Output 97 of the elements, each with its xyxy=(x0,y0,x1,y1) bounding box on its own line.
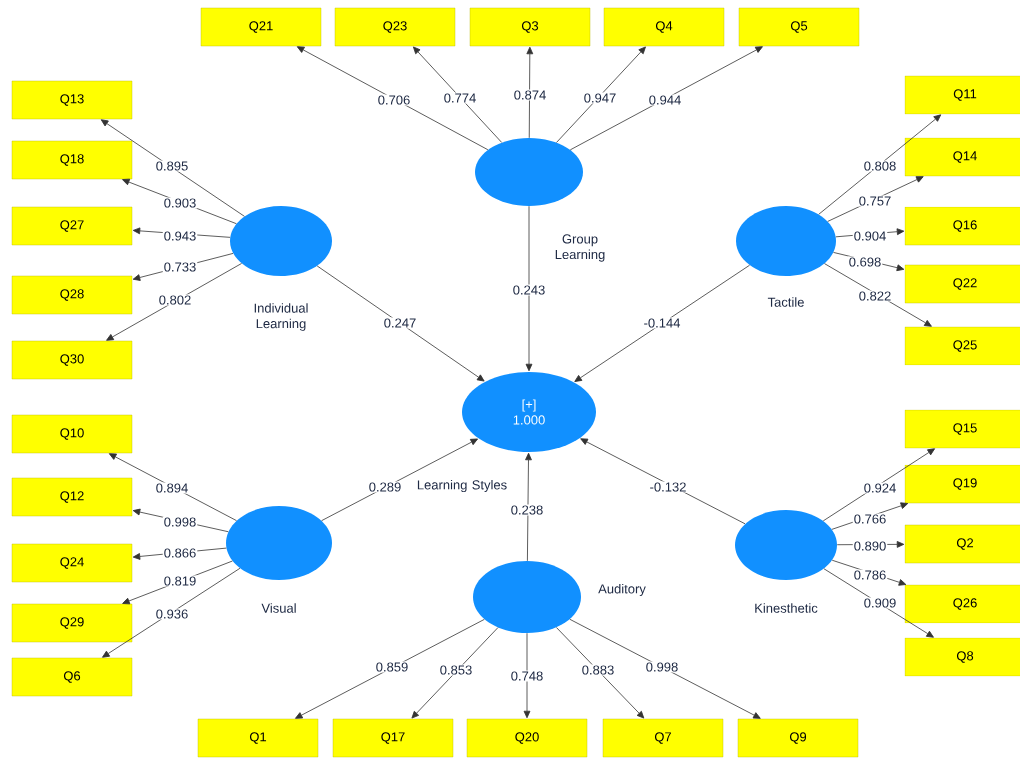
arrow xyxy=(316,265,485,382)
indicator-box: Q30 xyxy=(11,340,133,380)
edge-label: 0.786 xyxy=(852,569,888,581)
indicator-box: Q22 xyxy=(904,264,1020,304)
edge-label: 0.890 xyxy=(852,540,888,552)
node-caption: Learning Styles xyxy=(417,479,507,493)
arrow xyxy=(525,452,532,562)
indicator-box: Q29 xyxy=(11,603,133,643)
indicator-box: Q12 xyxy=(11,477,133,517)
edge-label: 0.883 xyxy=(580,664,616,676)
indicator-box: Q27 xyxy=(11,206,133,246)
arrow xyxy=(295,618,485,719)
indicator-box: Q6 xyxy=(11,657,133,697)
node-caption: Group Learning xyxy=(555,234,605,262)
edge-label: 0.859 xyxy=(374,661,410,673)
edge-label: 0.757 xyxy=(857,195,893,207)
arrow xyxy=(411,627,499,719)
indicator-box: Q3 xyxy=(469,7,591,47)
edge-label: 0.894 xyxy=(154,482,190,494)
arrow xyxy=(525,205,533,372)
indicator-box: Q4 xyxy=(603,7,725,47)
indicator-box: Q24 xyxy=(11,543,133,583)
arrow xyxy=(413,46,503,143)
edge-label: 0.903 xyxy=(162,197,198,209)
indicator-box: Q16 xyxy=(904,206,1020,246)
edge-label: 0.766 xyxy=(852,513,888,525)
edge-label: 0.998 xyxy=(644,661,680,673)
arrow xyxy=(523,632,531,719)
arrow xyxy=(574,264,750,382)
indicator-box: Q14 xyxy=(904,137,1020,177)
edge-label: 0.904 xyxy=(852,230,888,242)
arrow xyxy=(296,46,489,151)
arrow xyxy=(569,46,763,151)
arrow xyxy=(108,453,237,522)
edge-label: 0.998 xyxy=(162,516,198,528)
edge-label: 0.853 xyxy=(438,664,474,676)
edge-label: 0.247 xyxy=(382,317,418,329)
arrow xyxy=(555,627,645,719)
arrow xyxy=(556,46,646,143)
arrow xyxy=(100,119,245,217)
indicator-box: Q25 xyxy=(904,326,1020,366)
edge-label: 0.924 xyxy=(862,482,898,494)
edge-label: 0.238 xyxy=(509,504,545,516)
edge-label: 0.936 xyxy=(154,608,190,620)
edge-label: 0.289 xyxy=(367,481,403,493)
edge-label: 0.874 xyxy=(512,89,548,101)
arrow xyxy=(526,46,534,139)
edge-label: 0.802 xyxy=(157,294,193,306)
edge-label: 0.748 xyxy=(509,670,545,682)
arrow xyxy=(321,438,478,522)
edge-label: 0.733 xyxy=(162,261,198,273)
indicator-box: Q7 xyxy=(602,718,724,758)
indicator-box: Q13 xyxy=(11,80,133,120)
edge-label: 0.947 xyxy=(582,92,618,104)
node-caption: Kinesthetic xyxy=(755,603,818,613)
node-caption: Individual Learning xyxy=(254,303,308,331)
edge-label: 0.808 xyxy=(862,160,898,172)
indicator-box: Q28 xyxy=(11,275,133,315)
indicator-box: Q26 xyxy=(904,584,1020,624)
arrow xyxy=(824,263,932,327)
node-caption: Visual xyxy=(261,603,296,613)
arrow xyxy=(569,618,761,719)
node-caption: Auditory xyxy=(598,583,646,597)
indicator-box: Q10 xyxy=(11,414,133,454)
edge-label: 0.243 xyxy=(511,284,547,296)
arrow xyxy=(822,448,935,522)
indicator-box: Q8 xyxy=(904,637,1020,677)
indicator-box: Q11 xyxy=(904,75,1020,115)
edge-label: 0.909 xyxy=(862,597,898,609)
indicator-box: Q18 xyxy=(11,140,133,180)
edge-label: 0.822 xyxy=(857,290,893,302)
edge-label: 0.819 xyxy=(162,575,198,587)
edge-label: 0.895 xyxy=(154,160,190,172)
edge-label: 0.706 xyxy=(376,94,412,106)
indicator-box: Q1 xyxy=(197,718,319,758)
indicator-box: Q9 xyxy=(737,718,859,758)
arrow xyxy=(106,263,242,341)
indicator-box: Q21 xyxy=(200,7,322,47)
edge-label: -0.144 xyxy=(642,317,682,329)
node-caption: Tactile xyxy=(767,297,804,307)
arrow xyxy=(818,114,942,215)
indicator-box: Q17 xyxy=(332,718,454,758)
indicator-box: Q23 xyxy=(334,7,456,47)
edge-label: 0.774 xyxy=(442,92,478,104)
indicator-box: Q5 xyxy=(738,7,860,47)
indicator-box: Q15 xyxy=(904,409,1020,449)
arrow xyxy=(580,438,746,525)
arrow xyxy=(102,567,241,658)
indicator-box: Q19 xyxy=(904,464,1020,504)
indicator-box: Q2 xyxy=(904,524,1020,564)
edge-label: 0.943 xyxy=(162,230,198,242)
edge-label: 0.944 xyxy=(647,94,683,106)
indicator-box: Q20 xyxy=(466,718,588,758)
edge-label: 0.866 xyxy=(162,547,198,559)
edge-label: 0.698 xyxy=(847,256,883,268)
edge-label: -0.132 xyxy=(648,481,688,493)
arrow xyxy=(823,568,934,638)
